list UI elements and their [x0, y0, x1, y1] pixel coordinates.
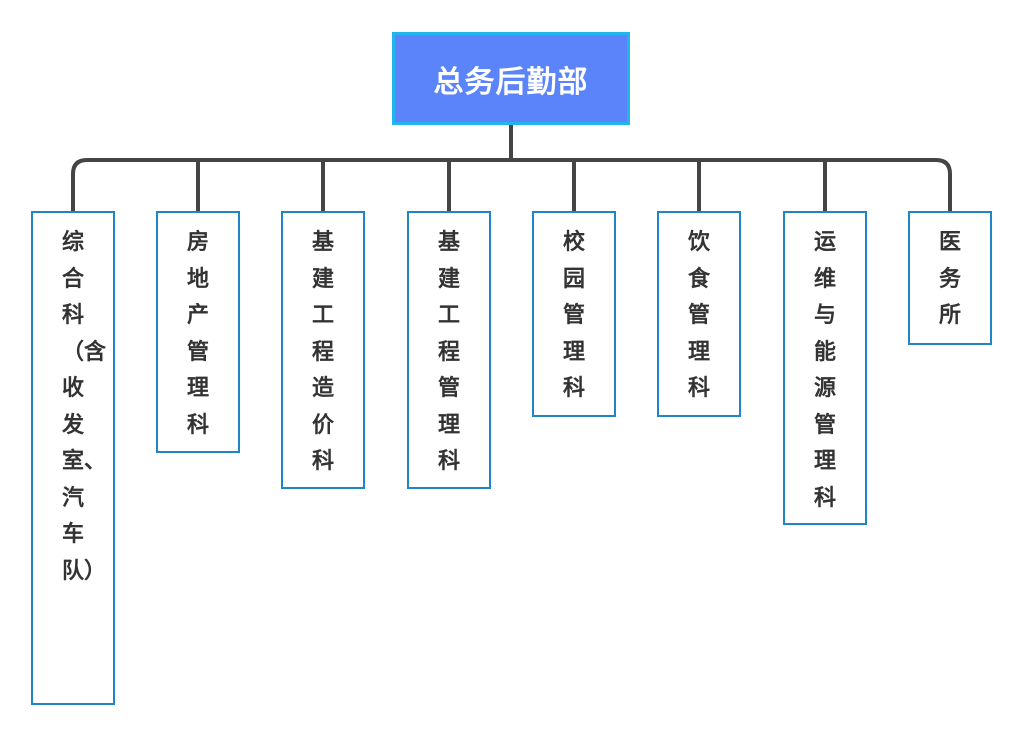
department-node-operations-energy[interactable]: 运维与能源管理科 — [783, 211, 867, 525]
department-node-campus-management[interactable]: 校园管理科 — [532, 211, 616, 417]
department-label: 运维与能源管理科 — [814, 230, 837, 511]
root-node[interactable]: 总务后勤部 — [392, 32, 630, 125]
department-node-construction-management[interactable]: 基建工程管理科 — [407, 211, 491, 489]
department-label: 基建工程管理科 — [438, 230, 461, 474]
department-label: 房地产管理科 — [187, 230, 210, 438]
department-node-construction-cost[interactable]: 基建工程造价科 — [281, 211, 365, 489]
department-label: 饮食管理科 — [688, 230, 711, 401]
department-label: 校园管理科 — [563, 230, 586, 401]
department-node-real-estate[interactable]: 房地产管理科 — [156, 211, 240, 453]
department-label: 综合科（含收发室、汽车队） — [62, 230, 107, 584]
department-label: 医务所 — [939, 230, 962, 328]
department-node-catering[interactable]: 饮食管理科 — [657, 211, 741, 417]
department-node-clinic[interactable]: 医务所 — [908, 211, 992, 345]
department-node-general-affairs[interactable]: 综合科（含收发室、汽车队） — [31, 211, 115, 705]
department-label: 基建工程造价科 — [312, 230, 335, 474]
root-node-label: 总务后勤部 — [433, 64, 589, 100]
